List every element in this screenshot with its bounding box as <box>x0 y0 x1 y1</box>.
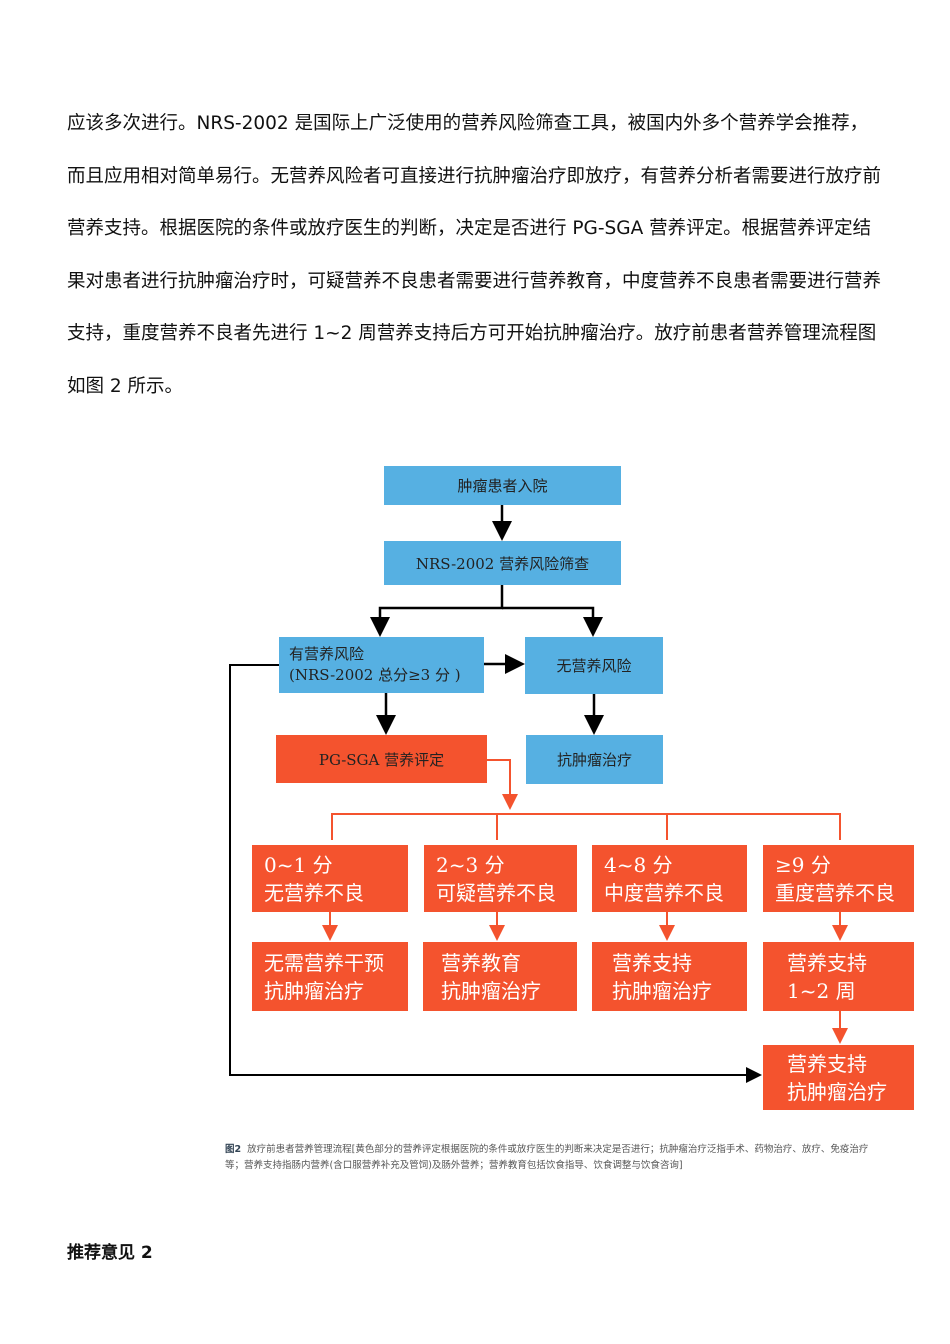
box-label: 营养支持 <box>787 950 867 975</box>
box-label: 2~3 分 <box>436 852 505 877</box>
box-label: 0~1 分 <box>264 852 333 877</box>
text-line: 如图 2 所示。 <box>67 375 184 397</box>
connector <box>331 813 841 840</box>
box-label: 有营养风险 <box>289 645 365 663</box>
box-label: PG-SGA 营养评定 <box>318 750 445 769</box>
action-box-support: 营养支持抗肿瘤治疗 <box>592 942 747 1011</box>
box-label: 抗肿瘤治疗 <box>612 978 712 1003</box>
action-box-education: 营养教育抗肿瘤治疗 <box>423 942 577 1011</box>
box-label: 无需营养干预 <box>264 950 384 975</box>
text-line: 果对患者进行抗肿瘤治疗时，可疑营养不良患者需要进行营养教育，中度营养不良患者需要… <box>67 270 882 292</box>
box-label: NRS-2002 营养风险筛查 <box>415 554 590 573</box>
box-label: 无营养风险 <box>556 657 632 675</box>
caption-text: 放疗前患者营养管理流程[黄色部分的营养评定根据医院的条件或放疗医生的判断来决定是… <box>225 1144 869 1171</box>
box-label: 抗肿瘤治疗 <box>441 978 541 1003</box>
box-label: 中度营养不良 <box>604 880 724 905</box>
caption-label: 图2 <box>225 1144 242 1155</box>
arrow <box>487 759 518 810</box>
box-label: 4~8 分 <box>604 852 673 877</box>
text-line: 应该多次进行。NRS-2002 是国际上广泛使用的营养风险筛查工具，被国内外多个… <box>67 113 869 134</box>
arrow <box>502 606 603 637</box>
text-line: 而且应用相对简单易行。无营养风险者可直接进行抗肿瘤治疗即放疗，有营养分析者需要进… <box>67 165 882 187</box>
text-line: 支持，重度营养不良者先进行 1~2 周营养支持后方可开始抗肿瘤治疗。放疗前患者营… <box>67 323 877 345</box>
box-label: 1~2 周 <box>787 978 856 1003</box>
admit-box: 肿瘤患者入院 <box>384 466 621 505</box>
box-label: ≥9 分 <box>775 852 831 877</box>
screening-box: NRS-2002 营养风险筛查 <box>384 541 621 585</box>
action-box-support-weeks: 营养支持 1~2 周 <box>763 942 914 1011</box>
box-label: 抗肿瘤治疗 <box>787 1079 887 1104</box>
box-label: 抗肿瘤治疗 <box>556 751 632 769</box>
section-heading: 推荐意见 2 <box>67 1243 153 1263</box>
no-risk-box: 无营养风险 <box>525 637 663 694</box>
box-label: 营养支持 <box>612 950 692 975</box>
arrow <box>370 585 504 637</box>
score-box-2-3: 2~3 分可疑营养不良 <box>424 845 577 912</box>
risk-box: 有营养风险 (NRS-2002 总分≥3 分 ) <box>279 637 484 693</box>
score-box-9: ≥9 分重度营养不良 <box>763 845 914 912</box>
score-box-4-8: 4~8 分中度营养不良 <box>592 845 747 912</box>
text-line: 营养支持。根据医院的条件或放疗医生的判断，决定是否进行 PG-SGA 营养评定。… <box>67 218 872 240</box>
figure-caption: 图2 放疗前患者营养管理流程[黄色部分的营养评定根据医院的条件或放疗医生的判断来… <box>225 1142 885 1174</box>
final-box: 营养支持抗肿瘤治疗 <box>763 1045 914 1110</box>
treatment-box: 抗肿瘤治疗 <box>526 735 663 784</box>
body-paragraph: 应该多次进行。NRS-2002 是国际上广泛使用的营养风险筛查工具，被国内外多个… <box>67 98 917 414</box>
box-label: 营养教育 <box>441 950 521 975</box>
box-label: 可疑营养不良 <box>436 880 556 905</box>
box-label: (NRS-2002 总分≥3 分 ) <box>289 666 461 684</box>
arrow <box>229 664 762 1083</box>
box-label: 无营养不良 <box>264 880 364 905</box>
box-label: 营养支持 <box>787 1051 867 1076</box>
box-label: 肿瘤患者入院 <box>457 477 548 495</box>
action-box-none: 无需营养干预抗肿瘤治疗 <box>252 942 408 1011</box>
pg-sga-box: PG-SGA 营养评定 <box>276 735 487 783</box>
score-box-0-1: 0~1 分无营养不良 <box>252 845 408 912</box>
box-label: 重度营养不良 <box>775 880 895 905</box>
box-label: 抗肿瘤治疗 <box>264 978 364 1003</box>
